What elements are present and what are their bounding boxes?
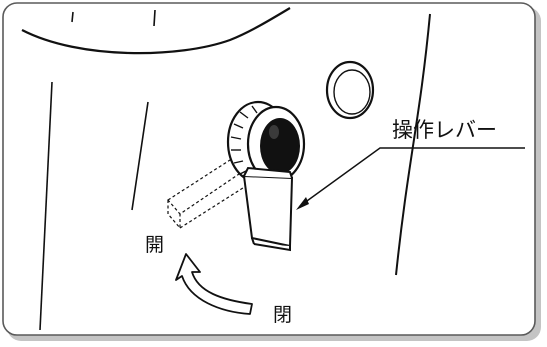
body-edge-mid [131,101,149,211]
close-label: 閉 [273,304,293,326]
body-edge-left [39,81,53,331]
panel-edge-right [395,13,431,276]
lever-label: 操作レバー [392,118,497,142]
lever-knob [226,100,306,184]
machine-top-edge [21,7,291,55]
tick-mark [153,9,156,27]
lever-handle [242,166,294,252]
tick-mark [71,11,74,23]
leader-line [296,147,525,210]
round-cap [325,60,375,120]
rotation-arrow-icon [175,253,253,315]
open-label: 開 [145,234,165,256]
